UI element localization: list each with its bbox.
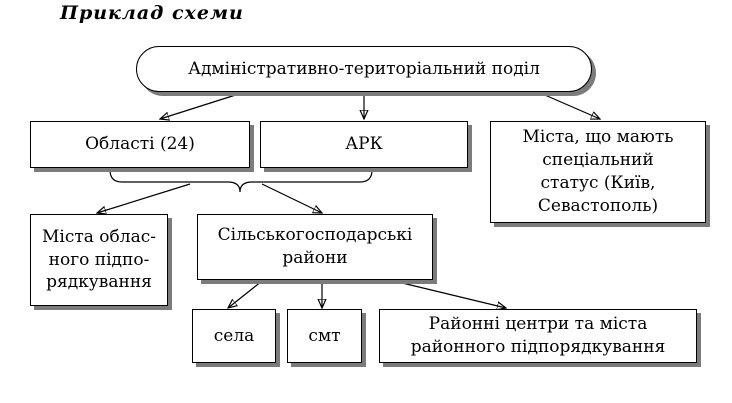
root-node: Адміністративно-територіальний поділ bbox=[136, 46, 592, 92]
arrow-root-to-oblasti bbox=[160, 91, 246, 119]
special-cities-node: Міста, що мають спеціальний статус (Київ… bbox=[490, 121, 706, 223]
brace-oblasti-ark bbox=[109, 169, 373, 193]
sela-node: села bbox=[192, 309, 276, 363]
rural-districts-node: Сільськогосподарські райони bbox=[197, 214, 433, 280]
arrow-rural-to-centers bbox=[393, 280, 506, 308]
oblast-cities-node: Міста облас- ного підпо- рядкування bbox=[30, 214, 168, 306]
oblasti-node: Області (24) bbox=[30, 121, 250, 168]
arrow-brace-to-oblast-cities bbox=[97, 183, 191, 213]
diagram-title: Приклад схеми bbox=[60, 2, 244, 24]
arrow-rural-to-sela bbox=[228, 280, 263, 308]
district-centers-node: Районні центри та міста районного підпор… bbox=[379, 309, 697, 363]
smt-node: смт bbox=[287, 309, 362, 363]
ark-node: АРК bbox=[260, 121, 468, 168]
arrow-brace-to-rural bbox=[261, 183, 322, 213]
arrow-root-to-special bbox=[537, 91, 600, 119]
